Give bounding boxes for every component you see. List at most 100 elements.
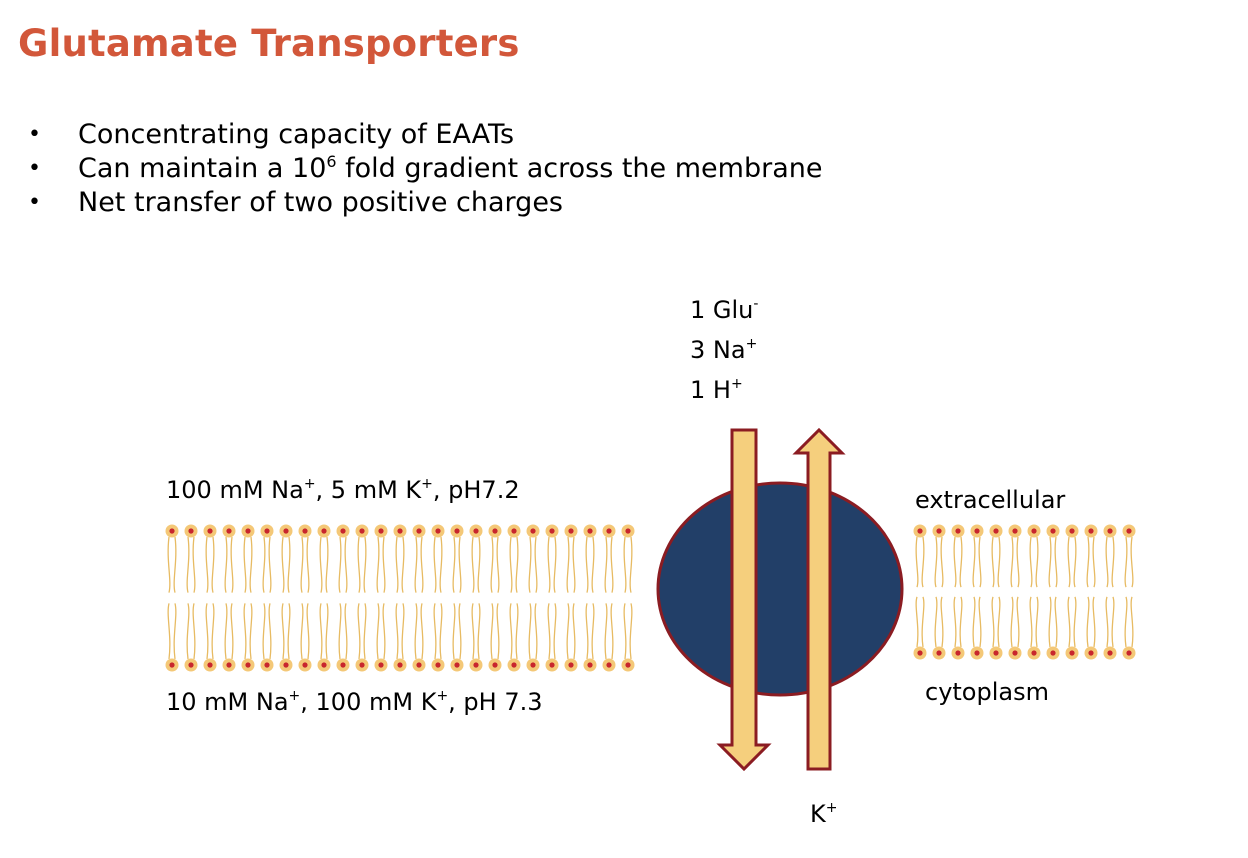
lipid-tail [300,603,304,660]
lipid-tail [376,536,380,593]
lipid-head-core [207,528,213,534]
lipid-tail [1124,536,1128,588]
bullet-text: Net transfer of two positive charges [78,187,563,218]
lipid-head-core [207,662,213,668]
lipid-tail [1054,536,1058,588]
lipid-tail [382,603,386,660]
lipid-head-core [397,662,403,668]
lipid-tail [496,536,500,593]
lipid-tail [1073,536,1077,588]
lipid-head-core [549,528,555,534]
substrate-charge: - [753,296,759,312]
lipid-tail [357,536,361,593]
lipid-head-core [226,662,232,668]
lipid-tail [281,603,285,660]
bullet-dot-icon: • [28,156,41,181]
lipid-tail [325,536,329,593]
lipid-tail [1130,596,1134,648]
lipid-tail [173,603,177,660]
lipid-head-core [245,662,251,668]
intracellular-ion-concentrations: 10 mM Na+, 100 mM K+, pH 7.3 [166,688,543,716]
lipid-tail [281,536,285,593]
lipid-tail [268,536,272,593]
lipid-tail [972,596,976,648]
bullet-dot-icon: • [28,122,41,147]
ion-text: 10 mM Na [166,688,289,716]
lipid-head-core [302,662,308,668]
lipid-head-core [302,528,308,534]
lipid-head-core [264,662,270,668]
lipid-tail [338,603,342,660]
lipid-tail [458,536,462,593]
lipid-tail [1105,536,1109,588]
lipid-tail [934,596,938,648]
lipid-tail [1067,596,1071,648]
lipid-head-core [492,528,498,534]
lipid-head-core [378,662,384,668]
lipid-head-core [1126,528,1132,534]
ion-text: , pH7.2 [432,476,520,504]
lipid-head-core [1069,650,1075,656]
lipid-head-core [188,528,194,534]
lipid-tail [509,603,513,660]
lipid-tail [167,536,171,593]
ion-text: , pH 7.3 [448,688,543,716]
ion-charge: + [436,688,449,704]
lipid-tail [319,603,323,660]
lipid-tail [515,536,519,593]
lipid-tail [1092,536,1096,588]
lipid-tail [528,536,532,593]
lipid-tail [433,603,437,660]
lipid-head-core [340,528,346,534]
lipid-tail [439,536,443,593]
lipid-tail [477,536,481,593]
lipid-tail [287,536,291,593]
substrate-label-h: 1 H+ [690,376,743,404]
lipid-head-core [511,662,517,668]
lipid-tail [401,536,405,593]
lipid-head-core [606,528,612,534]
lipid-tail [496,603,500,660]
lipid-tail [230,536,234,593]
lipid-tail [978,596,982,648]
lipid-tail [458,603,462,660]
lipid-tail [1029,536,1033,588]
lipid-tail [997,536,1001,588]
lipid-head-core [1050,528,1056,534]
lipid-tail [300,536,304,593]
lipid-head-core [530,528,536,534]
lipid-head-core [530,662,536,668]
lipid-tail [376,603,380,660]
lipid-tail [395,536,399,593]
lipid-tail [1067,536,1071,588]
lipid-tail [186,536,190,593]
lipid-tail [1048,596,1052,648]
lipid-tail [1086,536,1090,588]
bullet-text-before: Can maintain a 10 [78,153,327,184]
lipid-tail [1010,536,1014,588]
lipid-tail [953,596,957,648]
lipid-tail [1016,536,1020,588]
lipid-tail [1130,536,1134,588]
lipid-head-core [378,528,384,534]
lipid-head-core [169,528,175,534]
lipid-tail [306,536,310,593]
lipid-tail [921,536,925,588]
potassium-label: K+ [810,800,837,828]
lipid-head-core [321,662,327,668]
lipid-tail [591,603,595,660]
lipid-tail [553,536,557,593]
lipid-tail [604,603,608,660]
lipid-head-core [188,662,194,668]
lipid-head-core [1050,650,1056,656]
lipid-tail [940,596,944,648]
lipid-tail [306,603,310,660]
lipid-tail [344,536,348,593]
lipid-head-core [454,528,460,534]
lipid-tail [262,536,266,593]
lipid-tail [357,603,361,660]
lipid-tail [553,603,557,660]
lipid-tail [173,536,177,593]
lipid-tail [1111,536,1115,588]
lipid-tail [610,536,614,593]
